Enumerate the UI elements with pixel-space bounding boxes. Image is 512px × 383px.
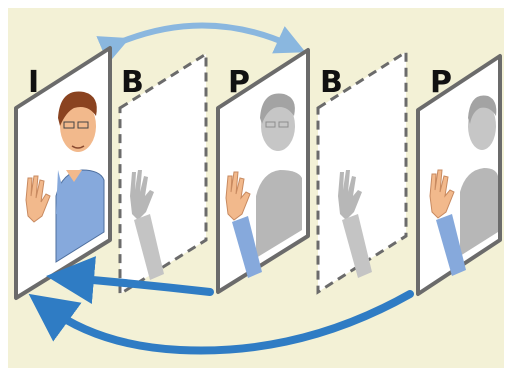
frame-label-2: B	[121, 65, 144, 100]
